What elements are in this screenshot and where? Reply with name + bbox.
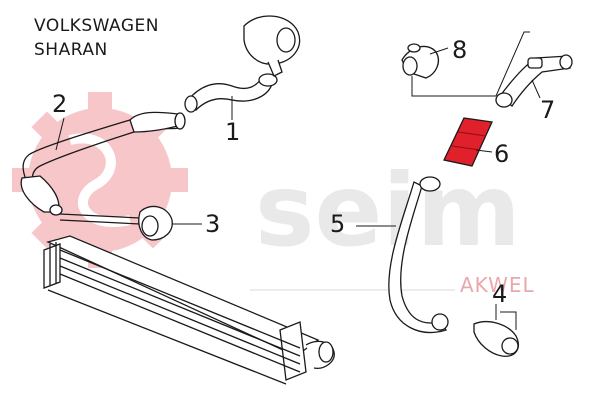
vehicle-make: VOLKSWAGEN <box>34 16 159 36</box>
part-6-sleeve-highlighted <box>443 117 493 167</box>
part-7-pipe <box>495 54 573 108</box>
intercooler <box>43 235 335 385</box>
bracket-lines <box>411 31 530 330</box>
part-8-elbow <box>401 43 440 79</box>
part-2-hose <box>20 111 186 225</box>
part-5-hose <box>388 176 449 334</box>
sub-brand-watermark: AKWEL <box>460 273 535 297</box>
part-3-elbow <box>138 205 173 241</box>
leader-lines <box>55 47 541 320</box>
part-number-1: 1 <box>225 118 240 146</box>
part-number-4: 4 <box>492 280 507 308</box>
part-number-6: 6 <box>494 140 509 168</box>
part-4-elbow <box>473 321 519 357</box>
vehicle-model: SHARAN <box>34 40 108 60</box>
part-number-7: 7 <box>540 96 555 124</box>
part-1-hose <box>184 15 301 113</box>
part-number-2: 2 <box>52 90 67 118</box>
part-number-8: 8 <box>452 36 467 64</box>
part-number-3: 3 <box>205 210 220 238</box>
brand-watermark: seim <box>255 152 521 269</box>
part-number-5: 5 <box>330 210 345 238</box>
